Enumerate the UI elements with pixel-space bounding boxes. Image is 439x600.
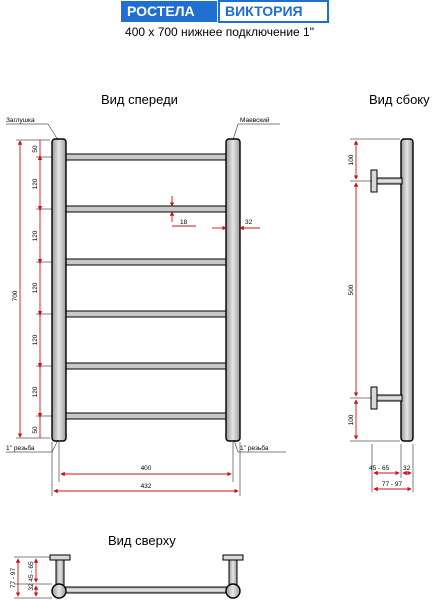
towel-bar-6	[59, 412, 233, 420]
towel-bar-4	[59, 310, 233, 318]
model-name: ВИКТОРИЯ	[218, 0, 329, 23]
thread-right-label: 1'' резьба	[240, 444, 269, 452]
side-pipe-diameter-label: 32	[403, 465, 411, 472]
side-view-title: Вид сбоку	[369, 92, 430, 107]
brand-name: РОСТЕЛА	[121, 1, 217, 22]
side-pipe	[400, 138, 414, 442]
width-centers-label: 400	[141, 465, 152, 472]
top-depth-total-label: 77 - 97	[10, 568, 17, 589]
spacing-1-label: 120	[32, 178, 39, 189]
side-depth-total-label: 77 - 97	[382, 481, 403, 488]
thread-left-label: 1'' резьба	[6, 444, 35, 452]
top-view-title: Вид сверху	[108, 533, 176, 548]
front-view-title: Вид спереди	[101, 92, 178, 107]
front-view: Вид спереди Заглушка Маевский 1'' резьба…	[6, 92, 286, 496]
width-total-label: 432	[141, 483, 152, 490]
towel-bar-3	[59, 258, 233, 266]
towel-bars	[59, 153, 233, 420]
right-pipe	[225, 138, 241, 442]
pipe-diameter-label: 32	[245, 219, 253, 226]
towel-bar-2	[59, 205, 233, 213]
spacing-top-label: 50	[32, 145, 39, 153]
bottom-bracket	[375, 394, 403, 402]
spacing-5-label: 120	[32, 386, 39, 397]
top-bracket	[375, 177, 403, 185]
top-view: Вид сверху 77 - 97 32 45 - 65	[10, 533, 244, 599]
towel-bar-1	[59, 153, 233, 161]
side-bottom-offset-label: 100	[348, 414, 355, 425]
plug-label: Заглушка	[6, 117, 35, 124]
left-pipe	[51, 138, 67, 442]
top-wall-distance-label: 32 45 - 65	[28, 561, 35, 591]
side-wall-distance-label: 45 - 65	[369, 465, 390, 472]
top-left-flange	[49, 554, 71, 561]
spacing-chain: 50 120 120 120 120 120 50	[32, 140, 52, 438]
spacing-2-label: 120	[32, 230, 39, 241]
top-right-flange	[222, 554, 244, 561]
height-total-label: 700	[12, 290, 19, 301]
top-right-pipe-end	[225, 583, 241, 599]
side-view: Вид сбоку 100 500 100 45 - 65 32 77 - 97	[348, 92, 430, 492]
spacing-3-label: 120	[32, 282, 39, 293]
top-left-pipe-end	[51, 583, 67, 599]
top-towel-bar	[59, 586, 233, 594]
spacing-4-label: 120	[32, 334, 39, 345]
bar-diameter-label: 18	[180, 219, 188, 226]
spacing-bottom-label: 50	[32, 426, 39, 434]
towel-bar-5	[59, 362, 233, 370]
valve-label: Маевский	[240, 116, 270, 124]
product-subtitle: 400 x 700 нижнее подключение 1"	[125, 25, 314, 39]
side-middle-label: 500	[348, 284, 355, 295]
side-top-offset-label: 100	[348, 154, 355, 165]
